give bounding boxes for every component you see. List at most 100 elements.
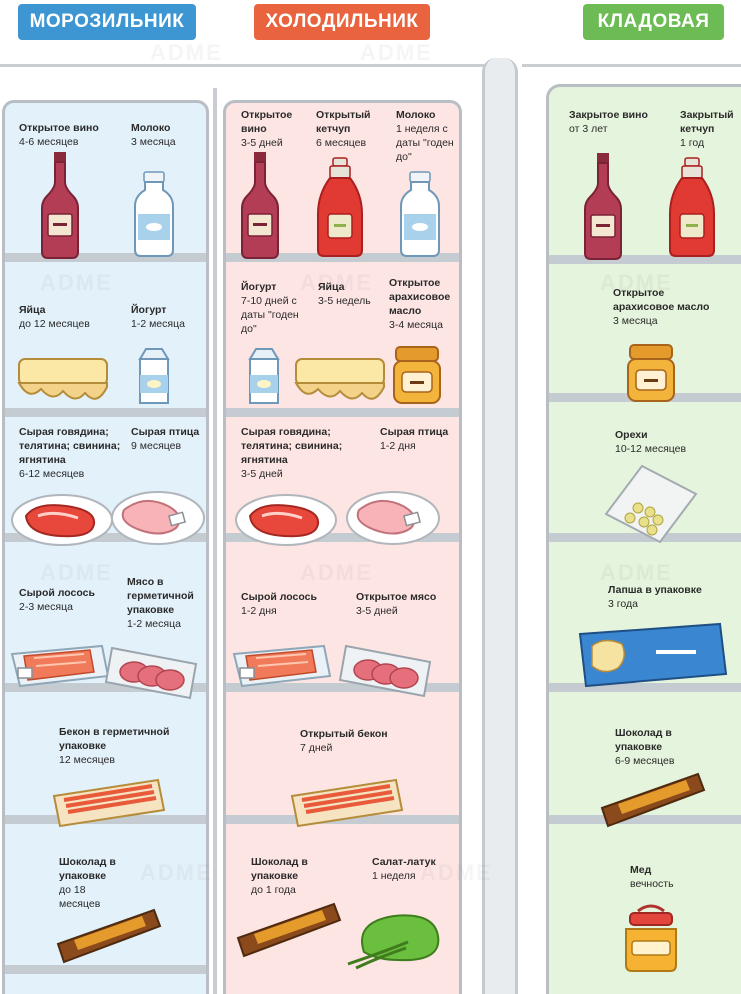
item-duration: 3 месяца xyxy=(613,315,658,327)
item-title: Лапша в упаковке xyxy=(608,584,702,596)
cabinet-top-left xyxy=(0,64,488,67)
item-title: Бекон в герметичной упаковке xyxy=(59,726,170,752)
item-title: Закрытый кетчуп xyxy=(680,109,734,135)
item-title: Орехи xyxy=(615,429,648,441)
sliced-meat-package-icon xyxy=(338,644,432,698)
item-title: Молоко xyxy=(131,122,171,134)
chocolate-bar-icon xyxy=(236,902,342,958)
pantry-ketchup-label: Закрытый кетчуп 1 год xyxy=(680,108,738,150)
item-title: Открытое мясо xyxy=(356,591,437,603)
fridge-poultry-label: Сырая птица 1-2 дня xyxy=(380,425,450,453)
item-duration: 1-2 дня xyxy=(241,605,277,617)
item-duration: вечность xyxy=(630,878,674,890)
fridge-header: ХОЛОДИЛЬНИК xyxy=(254,4,430,40)
item-duration: 6 месяцев xyxy=(316,137,367,149)
shelf xyxy=(5,533,206,542)
fridge-chocolate-label: Шоколад в упаковке до 1 года xyxy=(251,855,321,897)
item-duration: 7 дней xyxy=(300,742,333,754)
pantry-wine-label: Закрытое вино от 3 лет xyxy=(569,108,664,136)
item-title: Шоколад в упаковке xyxy=(251,856,308,882)
milk-bottle-icon xyxy=(134,171,174,257)
shelf xyxy=(5,683,206,692)
poultry-plate-icon xyxy=(111,491,205,545)
wine-bottle-icon xyxy=(41,152,79,259)
item-duration: до 1 года xyxy=(251,884,296,896)
item-title: Молоко xyxy=(396,109,436,121)
item-title: Открытое арахисовое масло xyxy=(389,277,451,317)
item-duration: 6-9 месяцев xyxy=(615,755,675,767)
item-title: Открытый бекон xyxy=(300,728,388,740)
fridge-bacon-label: Открытый бекон 7 дней xyxy=(300,727,420,755)
ketchup-bottle-icon xyxy=(669,157,715,257)
shelf xyxy=(5,965,206,974)
fridge-beef-label: Сырая говядина; телятина; свинина; ягнят… xyxy=(241,425,351,481)
item-title: Сырая говядина; телятина; свинина; ягнят… xyxy=(19,426,121,466)
fridge-wine-label: Открытое вино 3-5 дней xyxy=(241,108,301,150)
shelf xyxy=(549,533,741,542)
item-title: Йогурт xyxy=(131,304,167,316)
item-duration: 3-5 дней xyxy=(241,137,283,149)
freezer-yogurt-label: Йогурт 1-2 месяца xyxy=(131,303,206,331)
wine-bottle-icon xyxy=(241,152,279,259)
item-duration: до 18 месяцев xyxy=(59,884,101,910)
cabinet-divider-right xyxy=(482,58,518,994)
bacon-package-icon xyxy=(52,778,166,828)
egg-carton-icon xyxy=(17,358,108,400)
shelf xyxy=(549,683,741,692)
freezer-wine-label: Открытое вино 4-6 месяцев xyxy=(19,121,129,149)
watermark: ADME xyxy=(150,40,223,65)
fridge-open-meat-label: Открытое мясо 3-5 дней xyxy=(356,590,456,618)
shelf xyxy=(549,255,741,264)
nuts-bag-icon xyxy=(604,464,698,544)
cabinet-divider-left xyxy=(213,88,217,994)
item-title: Сырая птица xyxy=(131,426,200,438)
item-title: Мед xyxy=(630,864,652,876)
item-duration: 3-5 дней xyxy=(241,468,283,480)
item-duration: 1 неделя xyxy=(372,870,416,882)
watermark: ADME xyxy=(420,860,493,885)
pantry-peanut-label: Открытое арахисовое масло 3 месяца xyxy=(613,286,723,328)
freezer-eggs-label: Яйца до 12 месяцев xyxy=(19,303,124,331)
freezer-beef-label: Сырая говядина; телятина; свинина; ягнят… xyxy=(19,425,129,481)
item-duration: 3-5 недель xyxy=(318,295,371,307)
chocolate-bar-icon xyxy=(56,908,162,964)
steak-plate-icon xyxy=(11,494,113,546)
shelf xyxy=(5,408,206,417)
egg-carton-icon xyxy=(294,358,385,400)
item-title: Яйца xyxy=(318,281,345,293)
item-duration: 3 года xyxy=(608,598,638,610)
watermark: ADME xyxy=(40,560,113,585)
pantry-nuts-label: Орехи 10-12 месяцев xyxy=(615,428,715,456)
yogurt-carton-icon xyxy=(138,348,170,404)
peanut-butter-jar-icon xyxy=(393,346,441,404)
item-title: Сырой лосось xyxy=(19,587,95,599)
peanut-butter-jar-icon xyxy=(627,344,675,402)
freezer-bacon-label: Бекон в герметичной упаковке 12 месяцев xyxy=(59,725,179,767)
watermark: ADME xyxy=(140,860,213,885)
item-title: Сырая птица xyxy=(380,426,449,438)
item-duration: 1-2 месяца xyxy=(127,618,181,630)
item-duration: 3-5 дней xyxy=(356,605,398,617)
shelf xyxy=(226,533,459,542)
pantry-chocolate-label: Шоколад в упаковке 6-9 месяцев xyxy=(615,726,705,768)
item-duration: 1-2 месяца xyxy=(131,318,185,330)
freezer-salmon-label: Сырой лосось 2-3 месяца xyxy=(19,586,119,614)
item-duration: 6-12 месяцев xyxy=(19,468,85,480)
shelf xyxy=(226,683,459,692)
item-title: Сырой лосось xyxy=(241,591,317,603)
item-duration: 2-3 месяца xyxy=(19,601,73,613)
item-title: Сырая говядина; телятина; свинина; ягнят… xyxy=(241,426,343,466)
noodle-box-icon xyxy=(578,622,728,688)
watermark: ADME xyxy=(300,270,373,295)
milk-bottle-icon xyxy=(400,171,440,257)
freezer-packed-meat-label: Мясо в герметичной упаковке 1-2 месяца xyxy=(127,575,205,631)
item-title: Йогурт xyxy=(241,281,277,293)
item-duration: 12 месяцев xyxy=(59,754,115,766)
pantry-noodles-label: Лапша в упаковке 3 года xyxy=(608,583,718,611)
item-duration: 10-12 месяцев xyxy=(615,443,687,455)
pantry-header: КЛАДОВАЯ xyxy=(583,4,724,40)
item-duration: 1 неделя с даты "годен до" xyxy=(396,123,454,163)
item-duration: 3-4 месяца xyxy=(389,319,443,331)
sliced-meat-package-icon xyxy=(104,646,198,700)
item-title: Закрытое вино xyxy=(569,109,648,121)
